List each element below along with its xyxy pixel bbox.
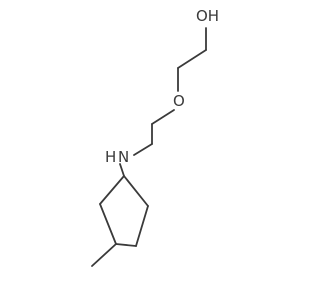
ring-bond-2 bbox=[135, 205, 149, 247]
bond-ether-oxygen-to-c3 bbox=[151, 109, 175, 125]
molecule-structure-diagram: OH O N H bbox=[91, 7, 219, 267]
ether-oxygen-label: O bbox=[173, 92, 185, 110]
bond-c4-to-amine bbox=[133, 143, 153, 156]
ring-bond-1 bbox=[123, 175, 149, 207]
bond-amine-to-ring bbox=[119, 163, 125, 177]
bond-c1-to-c2 bbox=[177, 49, 207, 69]
amine-hydrogen-label: H bbox=[105, 148, 116, 166]
hydroxyl-label: OH bbox=[196, 7, 219, 25]
bond-methyl bbox=[91, 243, 117, 267]
ring-bond-4 bbox=[99, 203, 117, 245]
amine-label: N bbox=[118, 148, 129, 166]
ring-bond-5 bbox=[99, 175, 125, 205]
ring-bond-3 bbox=[115, 243, 137, 247]
